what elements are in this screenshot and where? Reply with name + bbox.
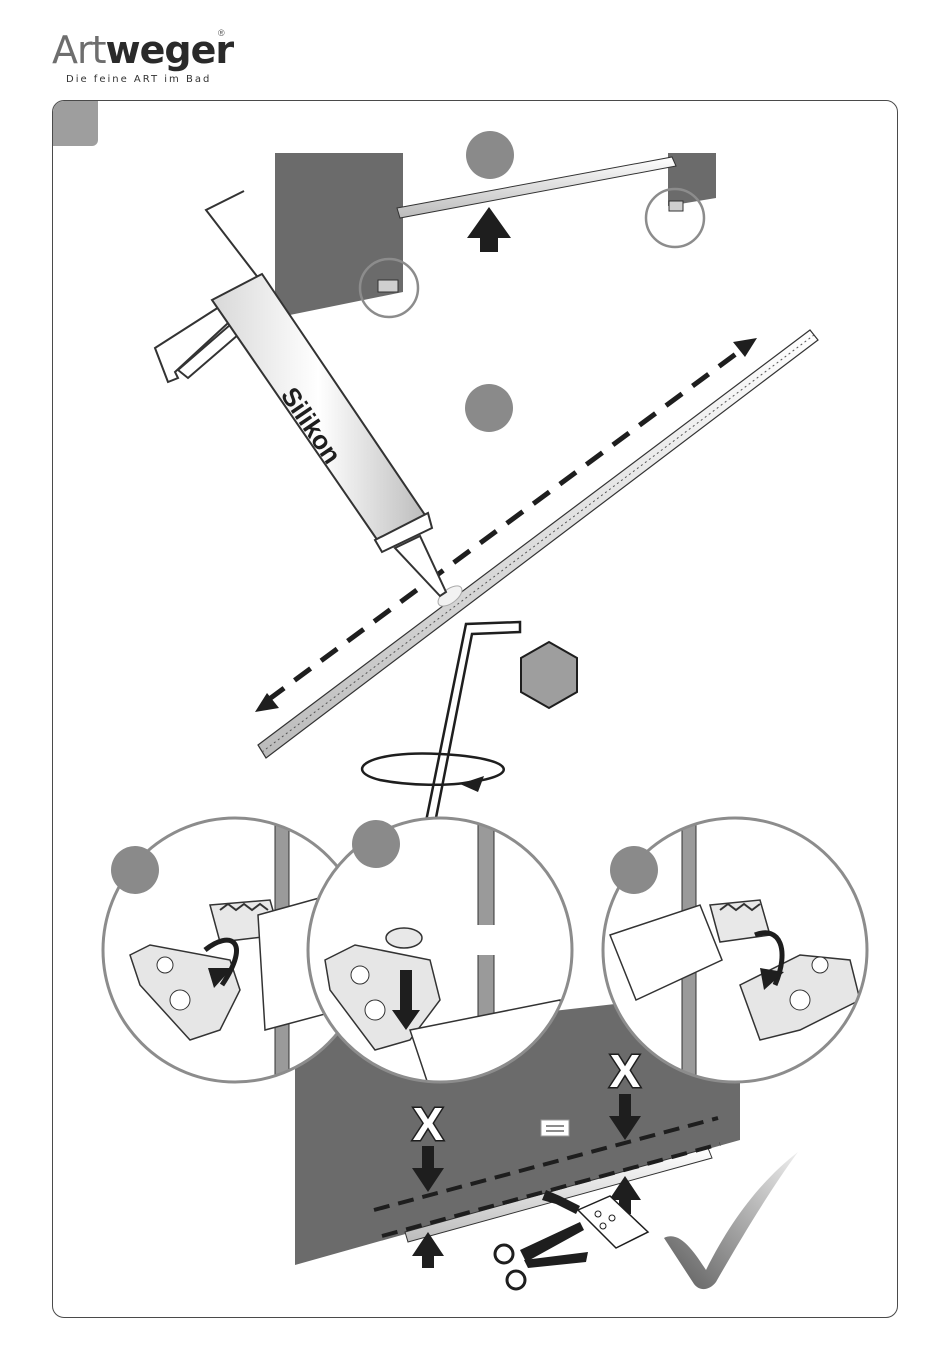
cartridge-nozzle: [395, 536, 446, 596]
rotate-arrow-head: [460, 776, 484, 792]
top-scene: [275, 131, 716, 318]
scissors-icon: [495, 1222, 588, 1289]
step-dot-2: [465, 384, 513, 432]
spacer-shim: [578, 1196, 648, 1248]
step-dot-3c: [610, 846, 658, 894]
left-panel-clip: [378, 280, 398, 292]
checkmark-icon: [664, 1152, 798, 1289]
prohibited-x-left: X: [413, 1098, 444, 1150]
rotate-arrow-icon: [362, 753, 504, 784]
push-up-arrow-icon: [467, 207, 511, 252]
hex-size-icon: [521, 642, 577, 708]
arrow-head-up-right: [733, 338, 757, 357]
right-panel-clip: [669, 201, 683, 211]
step-dot-3a: [111, 846, 159, 894]
equal-sign-icon: [541, 1120, 569, 1136]
rail-top: [397, 157, 676, 218]
silicone-scene: Silikon: [155, 191, 818, 758]
right-glass-panel: [668, 153, 716, 206]
step-dot-1: [466, 131, 514, 179]
prohibited-x-right: X: [610, 1045, 641, 1097]
left-glass-panel: [275, 153, 403, 318]
step-dot-3b: [352, 820, 400, 868]
